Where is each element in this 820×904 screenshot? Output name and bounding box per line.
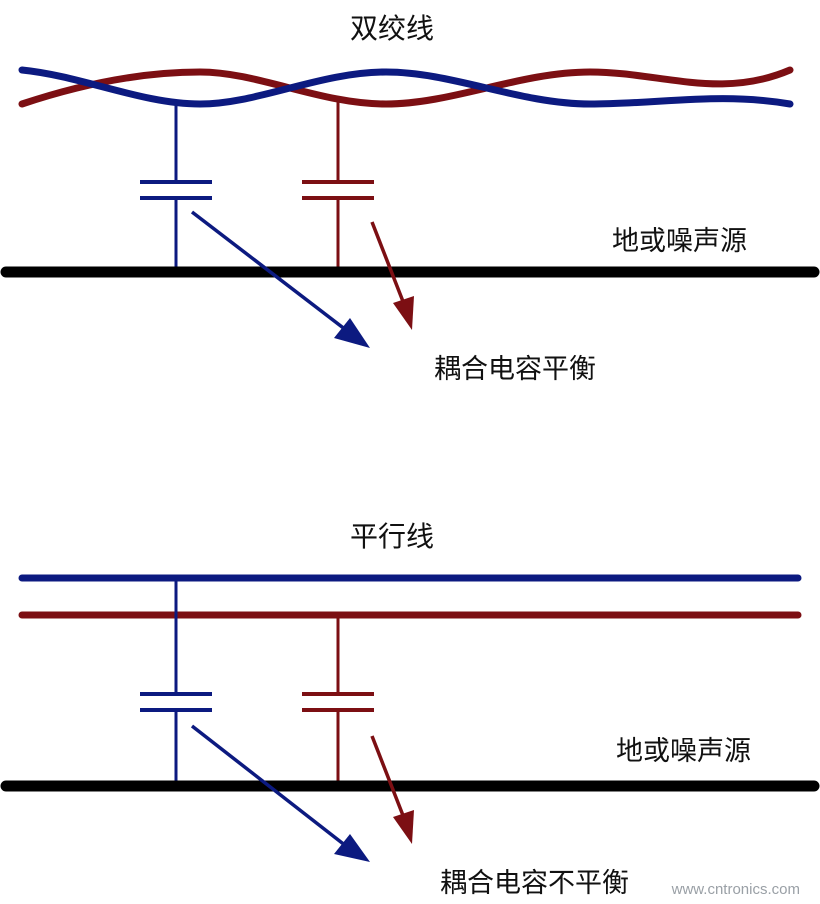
- watermark-text: www.cntronics.com: [671, 881, 800, 898]
- parallel-ground-label: 地或噪声源: [616, 736, 751, 767]
- twisted-ground-label: 地或噪声源: [612, 226, 747, 257]
- parallel-red-capacitor: [302, 615, 374, 786]
- twisted-result-label: 耦合电容平衡: [434, 354, 596, 385]
- parallel-result-label: 耦合电容不平衡: [440, 868, 629, 899]
- twisted-blue-capacitor: [140, 100, 212, 272]
- parallel-blue-capacitor: [140, 578, 212, 786]
- twisted-pair-title: 双绞线: [350, 12, 434, 45]
- twisted-pair-section: 双绞线 地或噪声源 耦合电容平衡: [0, 12, 820, 385]
- parallel-pair-section: 平行线 地或噪声源 耦合电容不平衡: [0, 520, 820, 899]
- parallel-red-arrow: [370, 735, 414, 844]
- twisted-red-capacitor: [302, 100, 374, 272]
- twisted-red-arrow: [370, 221, 414, 330]
- twisted-blue-arrow: [190, 210, 370, 348]
- twisted-blue-wire: [18, 66, 794, 108]
- parallel-pair-title: 平行线: [350, 520, 434, 553]
- parallel-blue-arrow: [190, 724, 370, 862]
- twisted-red-wire: [18, 66, 794, 108]
